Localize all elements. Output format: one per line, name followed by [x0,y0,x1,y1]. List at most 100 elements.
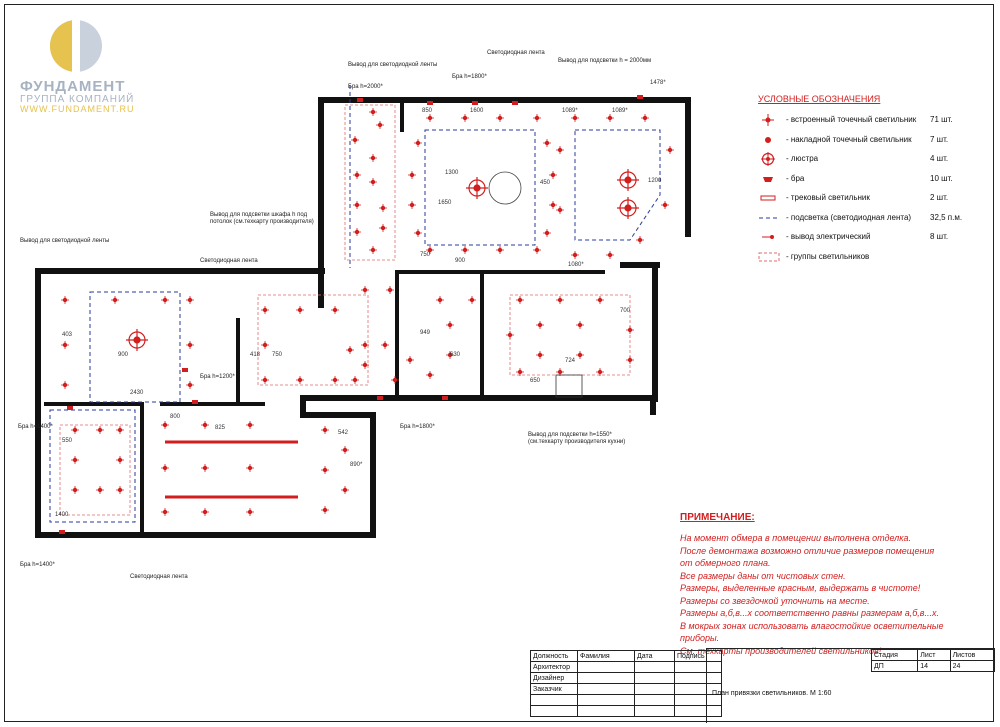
recessed-spotlight-icon [61,381,69,389]
dimension-label: 1650 [438,200,452,206]
plan-label-strip-outlet: Вывод для светодиодной ленты [348,62,438,68]
dimension-label: 724 [565,358,576,364]
dimension-label: 900 [118,352,129,358]
recessed-spotlight-icon [536,321,544,329]
recessed-spotlight-icon [426,246,434,254]
note-line: После демонтажа возможно отличие размеро… [680,545,935,556]
recessed-spotlight-icon [353,228,361,236]
legend-item-qty: 2 шт. [930,193,949,202]
recessed-spotlight-icon [361,341,369,349]
recessed-spotlight-icon [556,296,564,304]
dimension-label: 450 [540,180,551,186]
dimension-label: 418 [250,352,261,358]
recessed-spotlight-icon [606,251,614,259]
recessed-spotlight-icon [516,296,524,304]
recessed-spotlight-icon [369,154,377,162]
recessed-spotlight-icon [353,201,361,209]
recessed-spotlight-icon [321,426,329,434]
legend-item-qty: 71 шт. [930,115,953,124]
title-block-main: Стадия Лист Листов ДП 14 24 [706,648,996,723]
recessed-spotlight-icon [96,486,104,494]
legend-item-qty: 8 шт. [930,232,949,241]
legend-item-qty: 4 шт. [930,154,949,163]
recessed-spotlight-icon [369,108,377,116]
legend-item: - бра 10 шт. [758,171,978,189]
dimension-label: 900 [455,258,466,264]
dimension-label: 850 [422,108,433,114]
recessed-spotlight-icon [661,201,669,209]
recessed-spotlight-icon [96,426,104,434]
legend-item: - группы светильников [758,249,978,267]
dimension-label: 750 [272,352,283,358]
notes-list: На момент обмера в помещении выполнена о… [680,532,980,657]
tb-stage-value: ДП [870,660,919,672]
recessed-spotlight-icon [331,376,339,384]
recessed-spotlight-icon [111,296,119,304]
note-line: от обмерного плана. [680,558,771,568]
plan-label-wall-lamp-2000: Бра h=2000* [348,84,383,90]
recessed-spotlight-icon [186,341,194,349]
recessed-spotlight-icon [436,296,444,304]
plan-label-wall-lamp-1800: Бра h=1800* [452,74,487,80]
legend-item-label: - накладной точечный светильник [786,134,912,144]
dimension-label: 949 [420,330,431,336]
legend-item-qty: 10 шт. [930,173,953,183]
round-table [488,171,522,205]
dimension-label: 1300 [445,170,459,176]
light-group-icon [758,249,782,265]
tb-role-designer: Дизайнер [530,672,578,684]
recessed-spotlight-icon [369,246,377,254]
recessed-spotlight-icon [246,421,254,429]
logo-subtitle: ГРУППА КОМПАНИЙ [20,94,135,105]
recessed-spotlight-icon [341,486,349,494]
logo-mark-icon [50,20,102,72]
wall-lamp-icon [442,396,448,400]
recessed-spotlight-icon [161,421,169,429]
chandelier-icon [617,169,639,191]
recessed-spotlight-icon [71,426,79,434]
dimension-label: 650 [530,378,541,384]
logo-name: ФУНДАМЕНТ [20,78,126,95]
dimension-label: 1080* [568,262,584,268]
recessed-spotlight-icon [341,446,349,454]
recessed-spotlight-icon [496,246,504,254]
note-line: Все размеры даны от чистовых стен. [680,570,846,581]
plan-label-led-strip-bottom: Светодиодная лента [130,574,188,580]
note-line: См. техкарты производителей светильников… [680,645,882,656]
recessed-spotlight-icon [321,506,329,514]
tb-sheet-label: Лист [917,649,951,661]
note-line: На момент обмера в помещении выполнена о… [680,533,912,543]
title-block-signatures: Должность Фамилия Дата Подпись Архитекто… [530,650,722,717]
recessed-spotlight-icon [379,224,387,232]
recessed-spotlight-icon [61,296,69,304]
plan-label-wall-lamp-1800-hall: Бра h=1800* [400,424,435,430]
recessed-spotlight-icon [461,114,469,122]
recessed-spotlight-icon [261,306,269,314]
legend-item-label: - группы светильников [786,251,870,261]
recessed-spotlight-icon [576,321,584,329]
recessed-spotlight-icon [351,136,359,144]
recessed-spotlight-icon [549,171,557,179]
legend-item-label: - вывод электрический [786,232,871,241]
recessed-spotlight-icon [296,376,304,384]
wall-lamp-icon [59,530,65,534]
legend-item-label: - бра [786,173,805,183]
tb-header-position: Должность [530,650,578,662]
wall-lamp-icon [427,101,433,105]
recessed-spotlight-icon [391,376,399,384]
dimension-label: 630 [450,352,461,358]
tb-header-date: Дата [634,650,675,662]
recessed-spotlight-icon [261,341,269,349]
recessed-spotlight-icon [201,464,209,472]
recessed-spotlight-icon [296,306,304,314]
recessed-spotlight-icon [161,464,169,472]
cooktop [555,374,583,398]
notes-title: ПРИМЕЧАНИЕ: [680,512,755,523]
recessed-spotlight-icon [576,351,584,359]
recessed-spotlight-icon [246,508,254,516]
legend-item-label: - трековый светильник [786,193,870,202]
led-strip-lines [49,85,661,523]
note-line: В мокрых зонах использовать влагостойкие… [680,620,944,644]
chandelier-icon [466,177,488,199]
recessed-spotlight-icon [533,246,541,254]
